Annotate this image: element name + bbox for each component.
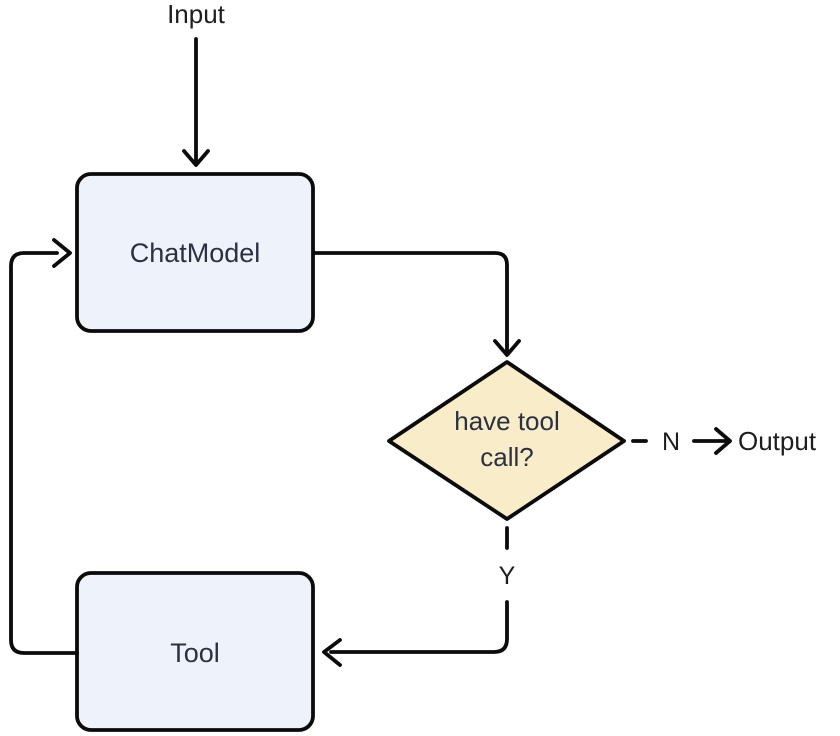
decision-label-line1: have tool: [454, 406, 560, 436]
yes-branch-label: Y: [499, 562, 516, 590]
chatmodel-label: ChatModel: [130, 238, 261, 268]
node-chatmodel: ChatModel: [75, 172, 315, 333]
decision-label-line2: call?: [480, 442, 533, 472]
input-label: Input: [167, 0, 226, 29]
edge-yes-to-tool: [322, 600, 509, 667]
output-label: Output: [738, 426, 817, 456]
edge-chatmodel-to-decision: [312, 251, 521, 357]
edge-tool-to-chatmodel-loop: [9, 238, 79, 655]
edge-input-to-chatmodel: [182, 37, 210, 167]
no-branch-label: N: [662, 428, 680, 456]
node-decision: have tool call?: [387, 360, 626, 521]
edge-no-to-output-arrow: [692, 427, 732, 455]
decision-shape: [387, 360, 626, 521]
tool-label: Tool: [170, 638, 220, 668]
node-tool: Tool: [75, 571, 315, 732]
